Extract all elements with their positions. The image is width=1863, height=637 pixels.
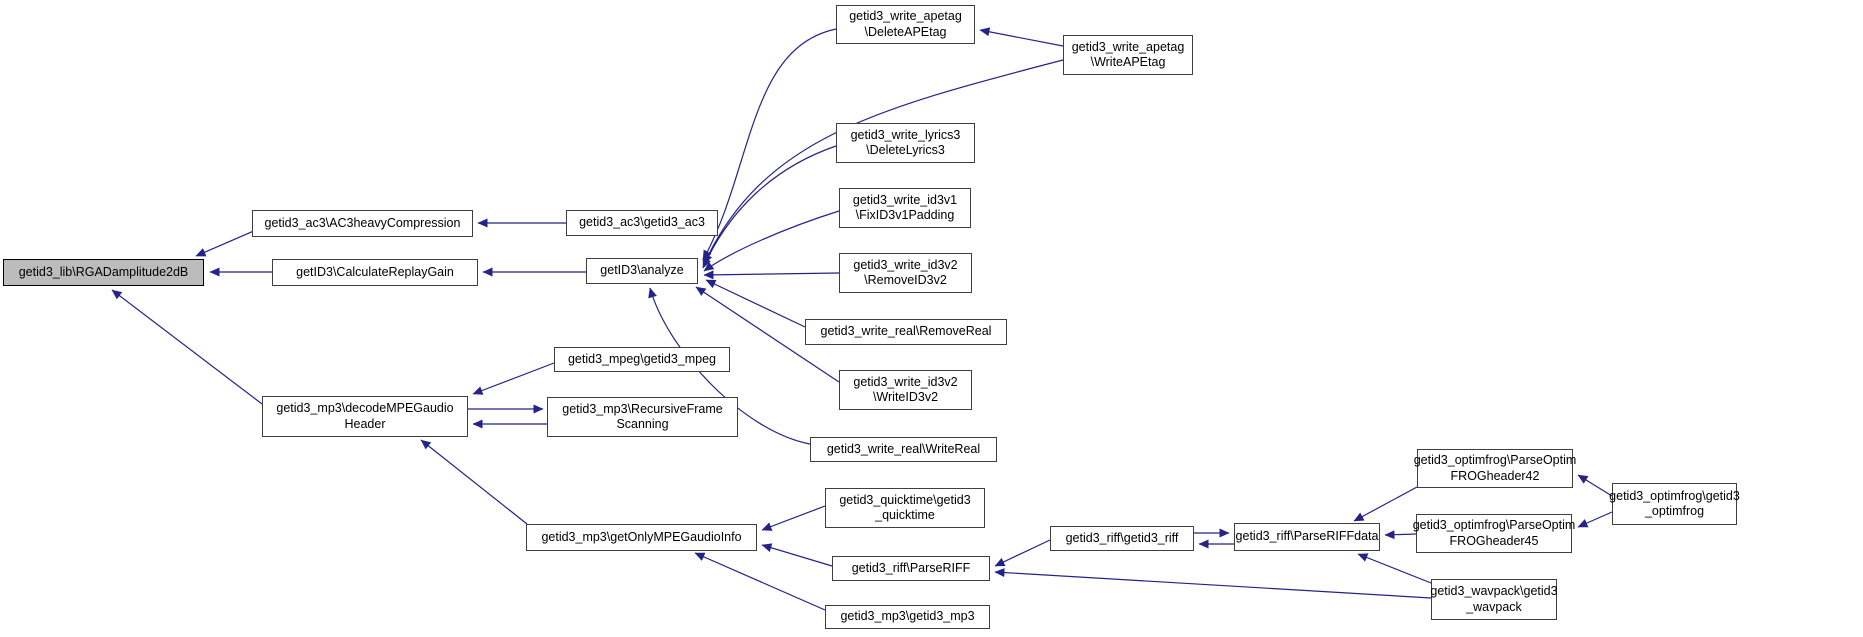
node-label-line: getid3_optimfrog\ParseOptim — [1412, 518, 1576, 532]
node-label-line: getid3_write_id3v2 — [853, 374, 958, 389]
node-parseoptimfrogheader42[interactable]: getid3_optimfrog\ParseOptim FROGheader42 — [1414, 449, 1576, 488]
node-label-line: \RemoveID3v2 — [864, 273, 947, 287]
edge-riff-parseriff — [994, 539, 1051, 567]
node-deletelyrics3[interactable]: getid3_write_lyrics3 \DeleteLyrics3 — [836, 123, 975, 163]
node-parseriff[interactable]: getid3_riff\ParseRIFF — [832, 556, 990, 581]
node-deleteapetag[interactable]: getid3_write_apetag \DeleteAPEtag — [836, 5, 975, 44]
node-label-line: getid3_ac3\getid3_ac3 — [579, 215, 705, 230]
node-label-line: \FixID3v1Padding — [855, 208, 955, 222]
node-label-line: getid3_write_real\RemoveReal — [820, 324, 992, 339]
node-label-line: getid3_quicktime\getid3 — [839, 492, 971, 507]
node-getid3-mp3[interactable]: getid3_mp3\getid3_mp3 — [825, 605, 990, 629]
edge-writeid3v2-analyze — [695, 286, 840, 383]
node-label-line: \WriteID3v2 — [872, 390, 939, 404]
node-label-line: getID3\CalculateReplayGain — [296, 264, 454, 279]
edge-wavpack-parseriffdata — [1357, 553, 1432, 584]
node-label-line: getid3_write_id3v1 — [852, 192, 958, 207]
node-decodempegaudioheader[interactable]: getid3_mp3\decodeMPEGaudio Header — [262, 396, 468, 437]
node-analyze[interactable]: getID3\analyze — [586, 258, 698, 284]
node-calculatereplaygain[interactable]: getID3\CalculateReplayGain — [272, 259, 478, 286]
node-getid3-mpeg[interactable]: getid3_mpeg\getid3_mpeg — [554, 347, 730, 372]
node-label-line: getid3_write_real\WriteReal — [826, 441, 981, 456]
node-label-line: Header — [344, 416, 386, 431]
node-label-line: getid3_mp3\RecursiveFrame — [562, 401, 723, 416]
node-label-line: getid3_riff\ParseRIFF — [851, 560, 971, 575]
edge-decode-rgad — [111, 289, 263, 405]
edge-wrapetag-analyze — [703, 59, 1064, 265]
node-label-line: getid3_lib\RGADamplitude2dB — [18, 264, 189, 279]
node-label-line: FROGheader45 — [1449, 533, 1539, 548]
edge-quicktime-getonly — [761, 505, 826, 531]
edge-delapetag-analyze — [702, 28, 837, 261]
node-parseoptimfrogheader45[interactable]: getid3_optimfrog\ParseOptim FROGheader45 — [1413, 514, 1575, 553]
node-label-line: getid3_write_apetag — [1071, 39, 1185, 54]
node-getid3-ac3[interactable]: getid3_ac3\getid3_ac3 — [566, 210, 718, 236]
node-writereal[interactable]: getid3_write_real\WriteReal — [810, 437, 997, 462]
node-getid3-riff[interactable]: getid3_riff\getid3_riff — [1050, 526, 1194, 551]
node-label-line: getID3\analyze — [600, 263, 684, 278]
edge-remid3v2-analyze — [703, 270, 840, 280]
node-removeid3v2[interactable]: getid3_write_id3v2 \RemoveID3v2 — [839, 253, 972, 293]
node-writeapetag[interactable]: getid3_write_apetag \WriteAPEtag — [1063, 35, 1193, 75]
edge-wrapetag-delapetag — [979, 27, 1064, 47]
node-label-line: getid3_mp3\getid3_mp3 — [840, 609, 975, 624]
node-label-line: getid3_mp3\getOnlyMPEGaudioInfo — [541, 529, 742, 544]
edge-parseriff-getonly — [761, 543, 833, 567]
edge-getonly-decode — [420, 439, 528, 525]
edge-mp3-getonly — [694, 552, 826, 611]
node-label-line: getid3_mp3\decodeMPEGaudio — [276, 401, 454, 415]
node-recursiveframescanning[interactable]: getid3_mp3\RecursiveFrame Scanning — [547, 397, 738, 437]
node-getid3-quicktime[interactable]: getid3_quicktime\getid3 _quicktime — [825, 488, 985, 528]
edge-writereal-analyze — [648, 287, 811, 445]
edge-optimfrog-frog45 — [1577, 511, 1613, 528]
node-label-line: getid3_optimfrog\getid3 — [1609, 488, 1740, 503]
node-label-line: getid3_riff\ParseRIFFdata — [1235, 529, 1379, 544]
node-label-line: _wavpack — [1466, 599, 1522, 614]
node-label-line: getid3_write_lyrics3 — [850, 127, 961, 142]
node-label-line: getid3_write_id3v2 — [853, 257, 958, 272]
node-label-line: getid3_ac3\AC3heavyCompression — [264, 215, 461, 230]
node-getid3-wavpack[interactable]: getid3_wavpack\getid3 _wavpack — [1430, 579, 1558, 620]
node-label-line: _optimfrog — [1644, 504, 1705, 518]
node-ac3heavycompression[interactable]: getid3_ac3\AC3heavyCompression — [252, 210, 473, 237]
node-getonlympegaudioinfo[interactable]: getid3_mp3\getOnlyMPEGaudioInfo — [526, 524, 757, 551]
node-parseriffdata[interactable]: getid3_riff\ParseRIFFdata — [1234, 523, 1380, 551]
edge-ac3heavy-rgad — [195, 229, 257, 257]
node-label-line: Scanning — [616, 417, 669, 431]
node-label-line: FROGheader42 — [1450, 468, 1540, 483]
node-getid3-optimfrog[interactable]: getid3_optimfrog\getid3 _optimfrog — [1609, 483, 1740, 525]
node-writeid3v2[interactable]: getid3_write_id3v2 \WriteID3v2 — [839, 370, 972, 410]
edge-mpeg-decode — [472, 362, 555, 395]
node-removereal[interactable]: getid3_write_real\RemoveReal — [805, 319, 1007, 345]
edge-frog42-parseriffdata — [1353, 486, 1418, 522]
node-rgadamplitude2db: getid3_lib\RGADamplitude2dB — [3, 259, 204, 286]
edge-frog45-parseriffdata — [1384, 530, 1417, 540]
node-label-line: getid3_riff\getid3_riff — [1065, 530, 1179, 545]
edge-fixid3v1-analyze — [703, 210, 840, 272]
node-label-line: getid3_write_apetag — [849, 9, 962, 23]
edge-wavpack-parseriff — [994, 568, 1432, 599]
edge-dellyrics-analyze — [702, 145, 837, 269]
node-label-line: getid3_mpeg\getid3_mpeg — [567, 351, 717, 366]
edge-removereal-analyze — [705, 279, 806, 328]
node-label-line: _quicktime — [875, 508, 935, 522]
node-fixid3v1padding[interactable]: getid3_write_id3v1 \FixID3v1Padding — [839, 188, 971, 228]
node-label-line: \DeleteAPEtag — [864, 24, 947, 39]
edge-optimfrog-frog42 — [1577, 474, 1613, 497]
node-label-line: \WriteAPEtag — [1090, 55, 1166, 69]
node-label-line: getid3_wavpack\getid3 — [1430, 584, 1558, 598]
node-label-line: \DeleteLyrics3 — [866, 143, 945, 157]
node-label-line: getid3_optimfrog\ParseOptim — [1413, 453, 1577, 467]
